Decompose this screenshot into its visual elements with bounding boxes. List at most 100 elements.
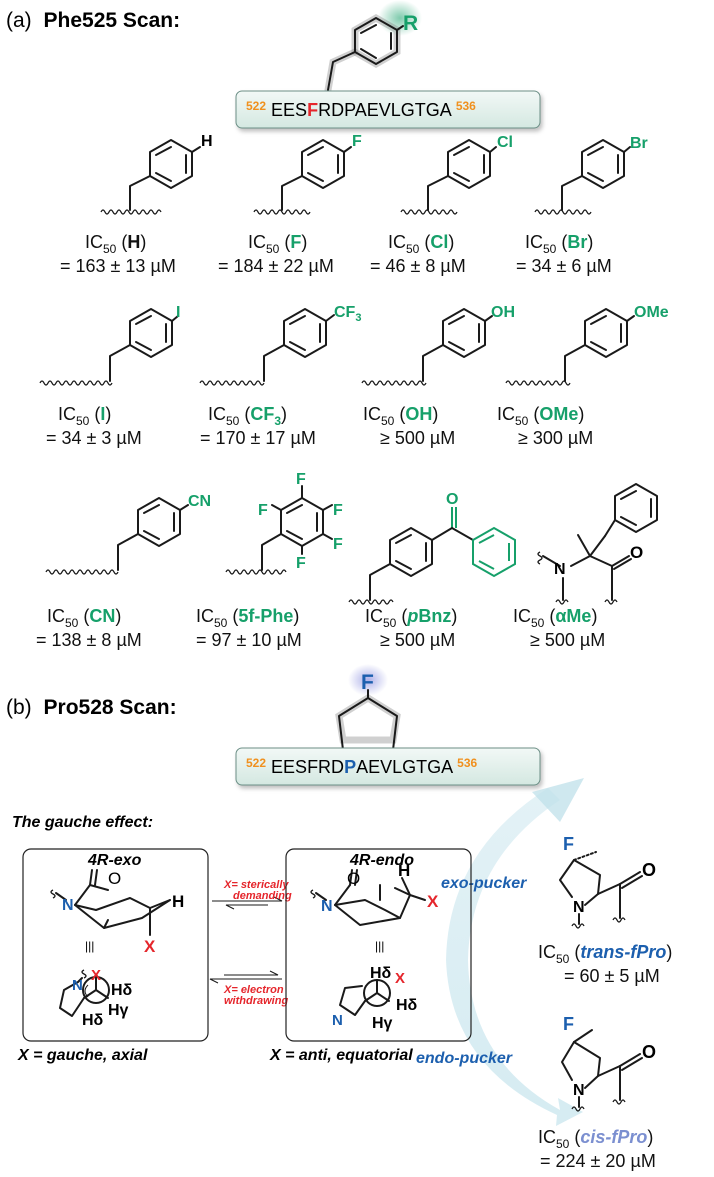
compound-name: F: [290, 232, 301, 252]
h-gamma: Hγ: [372, 1015, 393, 1032]
peptide-a-start: 522: [246, 99, 266, 113]
ic-label: IC: [85, 232, 103, 252]
carbonyl-o: O: [642, 1042, 656, 1062]
substituent-label: Cl: [497, 134, 513, 151]
ic50-value: = 34 ± 3 µM: [46, 428, 142, 448]
peptide-a-post: RDPAEVLGTGA: [318, 100, 452, 120]
carbonyl-o: O: [630, 543, 643, 562]
ic50-value: ≥ 500 µM: [380, 428, 455, 448]
fluoro-label: F: [563, 1014, 574, 1034]
compound-alpha-me: N O IC50 (αMe) ≥ 500 µM: [513, 483, 658, 650]
compound-5f-phe: F F F F F IC50 (5f-Phe) = 97 ± 10 µM: [196, 471, 343, 650]
compound-cl: Cl IC50 (Cl) = 46 ± 8 µM: [370, 134, 513, 276]
substituent-label: CF3: [334, 304, 361, 324]
ic50-value: = 46 ± 8 µM: [370, 256, 466, 276]
carbonyl-o: O: [108, 869, 121, 888]
svg-text:IC50 (Br): IC50 (Br): [525, 232, 593, 256]
pucker-arrow: [446, 788, 583, 1126]
ic-subscript: 50: [543, 242, 557, 256]
peptide-a-pre: EES: [271, 100, 307, 120]
ic50-value: = 138 ± 8 µM: [36, 630, 142, 650]
ic-label: IC: [538, 1127, 556, 1147]
ring-n: N: [321, 898, 333, 915]
phe-header-structure: R: [324, 0, 422, 94]
peptide-b-pre: EESFRD: [271, 757, 344, 777]
ic50-value: = 34 ± 6 µM: [516, 256, 612, 276]
peptide-b-highlight: P: [344, 757, 356, 777]
peptide-a-end: 536: [456, 99, 476, 113]
panel-b-heading: Pro528 Scan:: [44, 696, 177, 719]
arrow-bottom-label: X= electron: [223, 984, 284, 996]
exo-pucker-label: exo-pucker: [441, 875, 527, 892]
substituent-label: H: [201, 133, 213, 150]
compound-name-rest: Bnz: [418, 606, 451, 626]
ic-subscript: 50: [406, 242, 420, 256]
ic-subscript: 50: [556, 952, 570, 966]
h-gamma: Hγ: [108, 1002, 129, 1019]
ic-label: IC: [47, 606, 65, 626]
x-label: X: [144, 937, 156, 956]
equiv-mark: |||: [85, 939, 94, 953]
compound-br: Br IC50 (Br) = 34 ± 6 µM: [516, 135, 648, 276]
carbonyl-o: O: [347, 869, 360, 888]
substituent-label: OMe: [634, 304, 669, 321]
ic-subscript: 50: [65, 616, 79, 630]
svg-text:(a) Phe525 Scan:: (a) Phe525 Scan:: [6, 9, 180, 32]
ic-subscript: 50: [383, 616, 397, 630]
svg-text:IC50 (CN): IC50 (CN): [47, 606, 121, 630]
r-substituent: R: [403, 12, 418, 35]
svg-text:IC50 (trans-fPro): IC50 (trans-fPro): [538, 942, 672, 966]
newman-x: X: [91, 967, 101, 984]
ic-subscript: 50: [226, 414, 240, 428]
panel-b-tag: (b): [6, 696, 32, 719]
compound-cn: CN IC50 (CN) = 138 ± 8 µM: [36, 493, 211, 650]
ic-subscript: 50: [515, 414, 529, 428]
compound-name: 5f-Phe: [238, 606, 293, 626]
ic-label: IC: [388, 232, 406, 252]
panel-a: (a) Phe525 Scan: R 522 EESFRDPAEVLGTGA 5…: [6, 0, 669, 650]
newman-n: N: [332, 1012, 343, 1029]
peptide-b-post: AEVLGTGA: [356, 757, 453, 777]
ic50-value: = 184 ± 22 µM: [218, 256, 334, 276]
h-delta: Hδ: [396, 997, 418, 1014]
svg-text:IC50 (pBnz): IC50 (pBnz): [365, 606, 457, 630]
ic-label: IC: [513, 606, 531, 626]
svg-text:IC50 (H): IC50 (H): [85, 232, 146, 256]
fluoro-label: F: [361, 671, 374, 694]
ring-n: N: [573, 899, 585, 916]
cis-fpro: F N O IC50 (cis-fPro) = 224 ± 20 µM: [538, 1014, 656, 1171]
amide-n: N: [554, 561, 566, 578]
ic-label: IC: [363, 404, 381, 424]
peptide-b-end: 536: [457, 756, 477, 770]
ic-label: IC: [58, 404, 76, 424]
peptide-box-a: 522 EESFRDPAEVLGTGA 536: [235, 90, 541, 129]
compound-name: H: [127, 232, 140, 252]
ic-subscript: 50: [103, 242, 117, 256]
exo-box: 4R-exo N O H X ||| N X Hδ Hγ Hδ: [22, 848, 209, 1042]
svg-text:IC50 (OH): IC50 (OH): [363, 404, 438, 428]
h-delta: Hδ: [370, 965, 392, 982]
trans-fpro: F N O IC50 (trans-fPro) = 60 ± 5 µM: [538, 834, 672, 986]
gauche-effect-title: The gauche effect:: [12, 814, 153, 831]
endo-title: 4R-endo: [349, 852, 414, 869]
fluoro-label: F: [296, 555, 306, 572]
compound-cf3: CF3 IC50 (CF3) = 170 ± 17 µM: [199, 304, 361, 448]
ic50-value: ≥ 500 µM: [530, 630, 605, 650]
svg-text:IC50 (OMe): IC50 (OMe): [497, 404, 584, 428]
peptide-box-b: 522 EESFRDPAEVLGTGA 536: [235, 747, 541, 786]
svg-text:IC50 (F): IC50 (F): [248, 232, 307, 256]
ic-subscript: 50: [556, 1137, 570, 1151]
ic50-value: = 224 ± 20 µM: [540, 1151, 656, 1171]
fluoro-label: F: [258, 502, 268, 519]
fluoro-label: F: [333, 536, 343, 553]
compound-name: Cl: [430, 232, 448, 252]
ic-label: IC: [196, 606, 214, 626]
panel-a-tag: (a): [6, 9, 32, 32]
carbonyl-o: O: [642, 860, 656, 880]
h-delta: Hδ: [82, 1012, 104, 1029]
substituent-label: I: [176, 304, 180, 321]
compound-name: cis-fPro: [580, 1127, 647, 1147]
svg-text:522 EESFRDPAEVLGTGA: 522 EESFRDPAEVLGTGA 536: [246, 94, 476, 120]
svg-text:IC50 (αMe): IC50 (αMe): [513, 606, 597, 630]
ring-n: N: [573, 1082, 585, 1099]
